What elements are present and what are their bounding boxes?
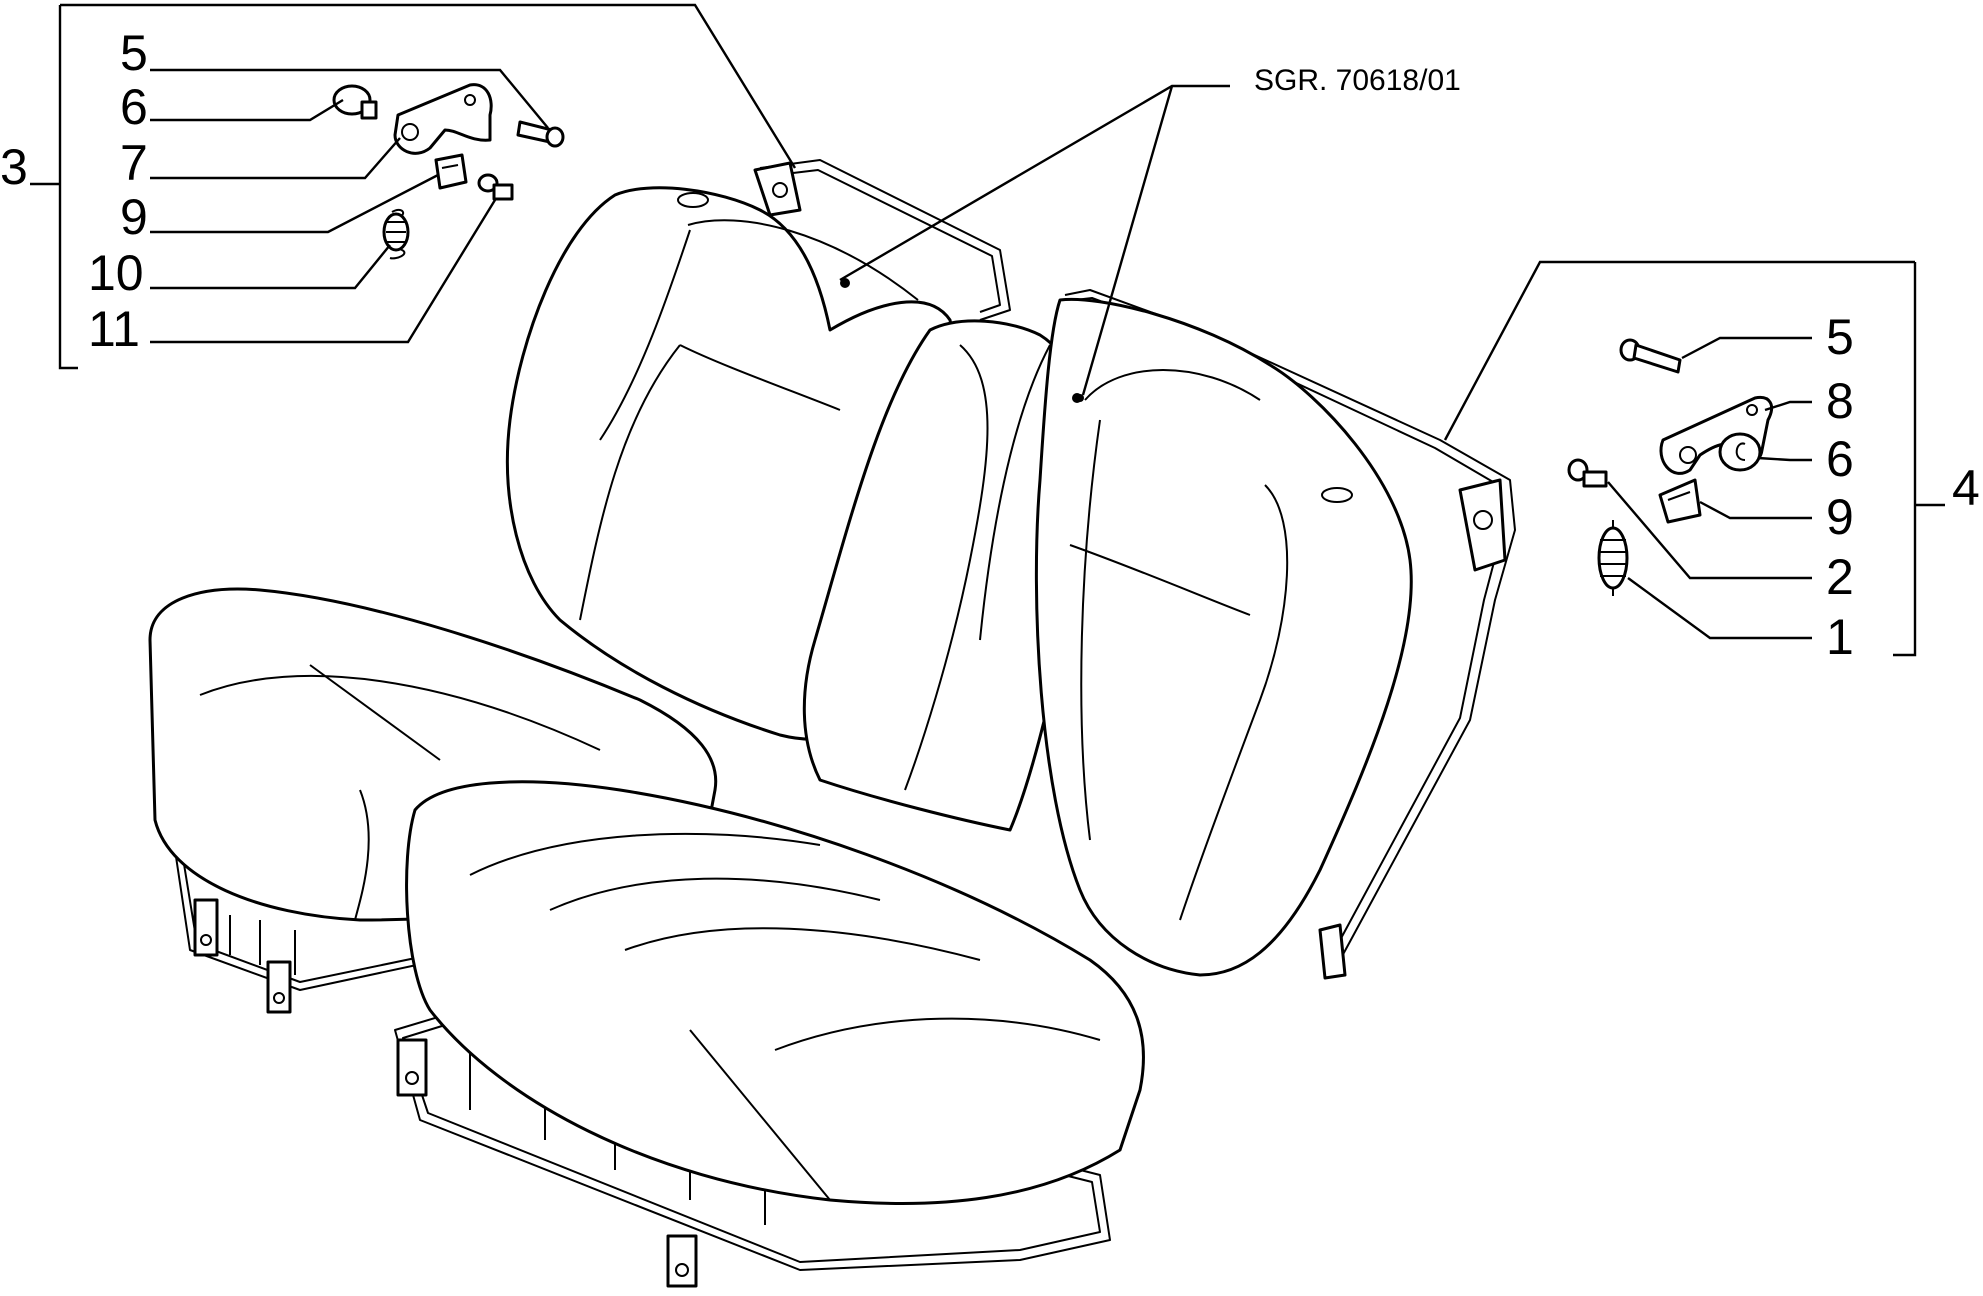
backrest-right [1034, 297, 1413, 977]
part-number-label: 5 [120, 25, 148, 81]
part-number-label: 6 [1826, 431, 1854, 487]
bolt-part-icon [1619, 338, 1682, 374]
pin-part-icon [1567, 458, 1608, 488]
part-number-label: 1 [1826, 609, 1854, 665]
pin-part-icon [477, 173, 514, 201]
right-hinge-parts [1567, 338, 1773, 596]
group-number-left: 3 [0, 139, 28, 195]
part-number-label: 10 [88, 245, 144, 301]
bushing-part-icon [332, 84, 378, 120]
bushing-part-icon [1718, 432, 1762, 472]
left-hinge-parts [332, 83, 565, 260]
part-number-label: 8 [1826, 373, 1854, 429]
clip-part-icon [434, 153, 468, 190]
part-number-label: 7 [120, 135, 148, 191]
leader-lines [30, 3, 1945, 657]
part-number-label: 11 [88, 301, 140, 357]
seat-cushion-right [405, 780, 1145, 1205]
drawing-reference: SGR. 70618/01 [1254, 64, 1461, 97]
callout-labels: SGR. 70618/01 3 5 6 7 9 10 11 4 5 8 6 9 … [0, 25, 1980, 665]
bolt-part-icon [516, 120, 565, 148]
part-number-label: 2 [1826, 549, 1854, 605]
part-number-label: 5 [1826, 309, 1854, 365]
clip-part-icon [1658, 478, 1702, 524]
part-number-label: 9 [120, 189, 148, 245]
spring-part-icon [1597, 520, 1629, 596]
part-number-label: 9 [1826, 489, 1854, 545]
hinge-plate-part-icon [393, 83, 493, 155]
part-number-label: 6 [120, 79, 148, 135]
backrest-frame-left [753, 159, 1011, 321]
spring-part-icon [382, 208, 410, 260]
rear-seat-illustration [148, 159, 1516, 1288]
group-number-right: 4 [1952, 460, 1980, 516]
